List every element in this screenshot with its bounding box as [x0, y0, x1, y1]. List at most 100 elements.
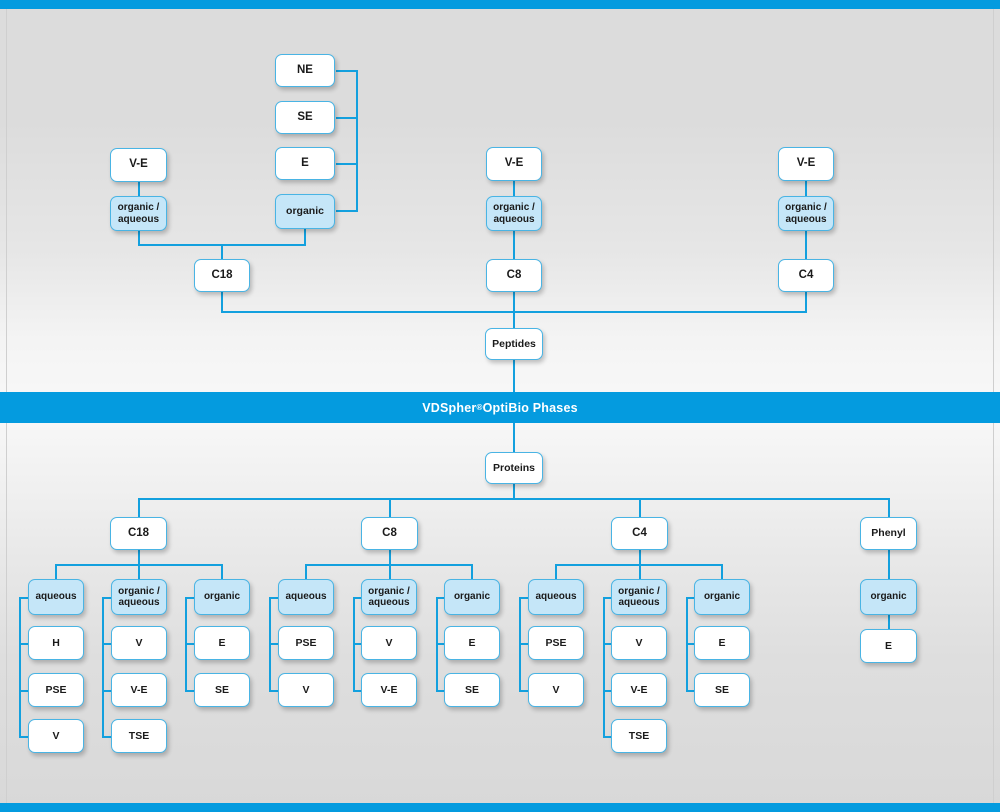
- node-label: E: [884, 639, 892, 652]
- node-c8-organic-aqueous-item-0[interactable]: V: [361, 626, 417, 660]
- node-label-line1: organic /: [368, 585, 410, 597]
- node-peptides-c18-organic-ne[interactable]: NE: [275, 54, 335, 87]
- node-c4-group-organic[interactable]: organic: [694, 579, 750, 615]
- node-phenyl-organic-item-0[interactable]: E: [860, 629, 917, 663]
- node-label: NE: [297, 63, 313, 76]
- node-label: V: [302, 683, 310, 696]
- node-c18-organic-aqueous-item-1[interactable]: V-E: [111, 673, 167, 707]
- node-c8-organic-item-0[interactable]: E: [444, 626, 500, 660]
- node-label: E: [218, 636, 226, 649]
- node-c8-group-aqueous[interactable]: aqueous: [278, 579, 334, 615]
- node-proteins-root[interactable]: Proteins: [485, 452, 543, 484]
- node-peptides-c18-mode-organic[interactable]: organic: [275, 194, 335, 229]
- top-accent-bar: [0, 0, 1000, 9]
- node-c4-aqueous-item-1[interactable]: V: [528, 673, 584, 707]
- connector-organic-aqueous-to-c8: [513, 230, 515, 261]
- node-peptides-c18-mode-organic-aqueous[interactable]: organic / aqueous: [110, 196, 167, 231]
- node-proteins-branch-c4[interactable]: C4: [611, 517, 668, 550]
- connector-ve-to-organic-aqueous-c8: [513, 181, 515, 198]
- node-c18-organic-aqueous-item-0[interactable]: V: [111, 626, 167, 660]
- connector-c8-down: [513, 290, 515, 312]
- node-c4-organic-item-1[interactable]: SE: [694, 673, 750, 707]
- node-c18-group-aqueous[interactable]: aqueous: [28, 579, 84, 615]
- connector-orgaq-c4-rail: [603, 597, 605, 737]
- node-label-wrap: organic / aqueous: [785, 202, 827, 225]
- node-c4-organic-aqueous-item-1[interactable]: V-E: [611, 673, 667, 707]
- connector-c18-down: [221, 290, 223, 312]
- node-c4-organic-aqueous-item-0[interactable]: V: [611, 626, 667, 660]
- connector-org-c4-head: [686, 597, 697, 599]
- connector-org-c18-item-0: [185, 643, 196, 645]
- node-phenyl-group-organic[interactable]: organic: [860, 579, 917, 615]
- connector-c4-lower-fanbus: [555, 564, 722, 566]
- node-c18-aqueous-item-0[interactable]: H: [28, 626, 84, 660]
- node-c18-aqueous-item-1[interactable]: PSE: [28, 673, 84, 707]
- node-c4-organic-aqueous-item-2[interactable]: TSE: [611, 719, 667, 753]
- connector-phenyl-to-organic: [888, 549, 890, 580]
- connector-proteins-down: [513, 483, 515, 499]
- connector-c8-to-organic-aqueous: [389, 564, 391, 580]
- node-proteins-branch-c8[interactable]: C8: [361, 517, 418, 550]
- node-peptides-branch-c8[interactable]: C8: [486, 259, 542, 292]
- connector-aqueous-c18-item-0: [19, 643, 30, 645]
- node-c18-group-organic[interactable]: organic: [194, 579, 250, 615]
- node-c8-organic-item-1[interactable]: SE: [444, 673, 500, 707]
- node-proteins-branch-c18[interactable]: C18: [110, 517, 167, 550]
- node-c18-organic-item-0[interactable]: E: [194, 626, 250, 660]
- node-peptides-root[interactable]: Peptides: [485, 328, 543, 360]
- node-label-wrap: organic / aqueous: [618, 586, 660, 609]
- node-c18-group-organic-aqueous[interactable]: organic / aqueous: [111, 579, 167, 615]
- node-peptides-c4-mode-organic-aqueous[interactable]: organic / aqueous: [778, 196, 834, 231]
- node-label: C18: [211, 268, 233, 281]
- node-c8-aqueous-item-0[interactable]: PSE: [278, 626, 334, 660]
- node-label: Peptides: [492, 337, 536, 350]
- node-label: TSE: [628, 729, 650, 742]
- node-label-line2: aqueous: [493, 213, 535, 225]
- banner-title-rest: OptiBio Phases: [482, 400, 578, 415]
- node-c4-group-aqueous[interactable]: aqueous: [528, 579, 584, 615]
- node-label-line2: aqueous: [785, 213, 827, 225]
- node-c8-organic-aqueous-item-1[interactable]: V-E: [361, 673, 417, 707]
- node-label: E: [468, 636, 476, 649]
- node-label: H: [52, 636, 60, 649]
- node-c18-organic-item-1[interactable]: SE: [194, 673, 250, 707]
- node-peptides-c18-organic-e[interactable]: E: [275, 147, 335, 180]
- connector-c4-to-aqueous: [555, 564, 557, 580]
- node-peptides-branch-c4[interactable]: C4: [778, 259, 834, 292]
- connector-org-c8-head: [436, 597, 447, 599]
- node-c4-aqueous-item-0[interactable]: PSE: [528, 626, 584, 660]
- connector-org-c18-head: [185, 597, 196, 599]
- node-peptides-branch-c18[interactable]: C18: [194, 259, 250, 292]
- node-peptides-c18-ve[interactable]: V-E: [110, 148, 167, 182]
- node-proteins-branch-phenyl[interactable]: Phenyl: [860, 517, 917, 550]
- node-peptides-c4-ve[interactable]: V-E: [778, 147, 834, 181]
- connector-orgaq-c8-head: [353, 597, 364, 599]
- node-peptides-c18-organic-se[interactable]: SE: [275, 101, 335, 134]
- node-label-wrap: organic / aqueous: [368, 586, 410, 609]
- connector-orgaq-c8-item-0: [353, 643, 364, 645]
- node-c18-aqueous-item-2[interactable]: V: [28, 719, 84, 753]
- node-c8-group-organic-aqueous[interactable]: organic / aqueous: [361, 579, 417, 615]
- connector-c18-to-organic-aqueous: [138, 564, 140, 580]
- node-c4-group-organic-aqueous[interactable]: organic / aqueous: [611, 579, 667, 615]
- node-label: V-E: [630, 683, 648, 696]
- node-label-line1: organic /: [618, 585, 660, 597]
- node-c18-organic-aqueous-item-2[interactable]: TSE: [111, 719, 167, 753]
- connector-aqueous-c8-item-1: [269, 690, 280, 692]
- node-label: C18: [127, 526, 150, 539]
- connector-aqueous-c4-item-0: [519, 643, 530, 645]
- connector-e-to-bus: [336, 163, 358, 165]
- connector-ve-to-organic-aqueous-c4: [805, 181, 807, 198]
- connector-aqueous-c18-head: [19, 597, 30, 599]
- node-label: E: [718, 636, 726, 649]
- node-c4-organic-item-0[interactable]: E: [694, 626, 750, 660]
- node-label: SE: [214, 683, 229, 696]
- node-peptides-c8-ve[interactable]: V-E: [486, 147, 542, 181]
- node-label: V: [135, 636, 143, 649]
- connector-c8-to-organic: [471, 564, 473, 580]
- node-peptides-c8-mode-organic-aqueous[interactable]: organic / aqueous: [486, 196, 542, 231]
- node-c8-group-organic[interactable]: organic: [444, 579, 500, 615]
- connector-bus-to-c4-lower: [639, 498, 641, 517]
- node-c8-aqueous-item-1[interactable]: V: [278, 673, 334, 707]
- connector-peptides-to-banner: [513, 359, 515, 393]
